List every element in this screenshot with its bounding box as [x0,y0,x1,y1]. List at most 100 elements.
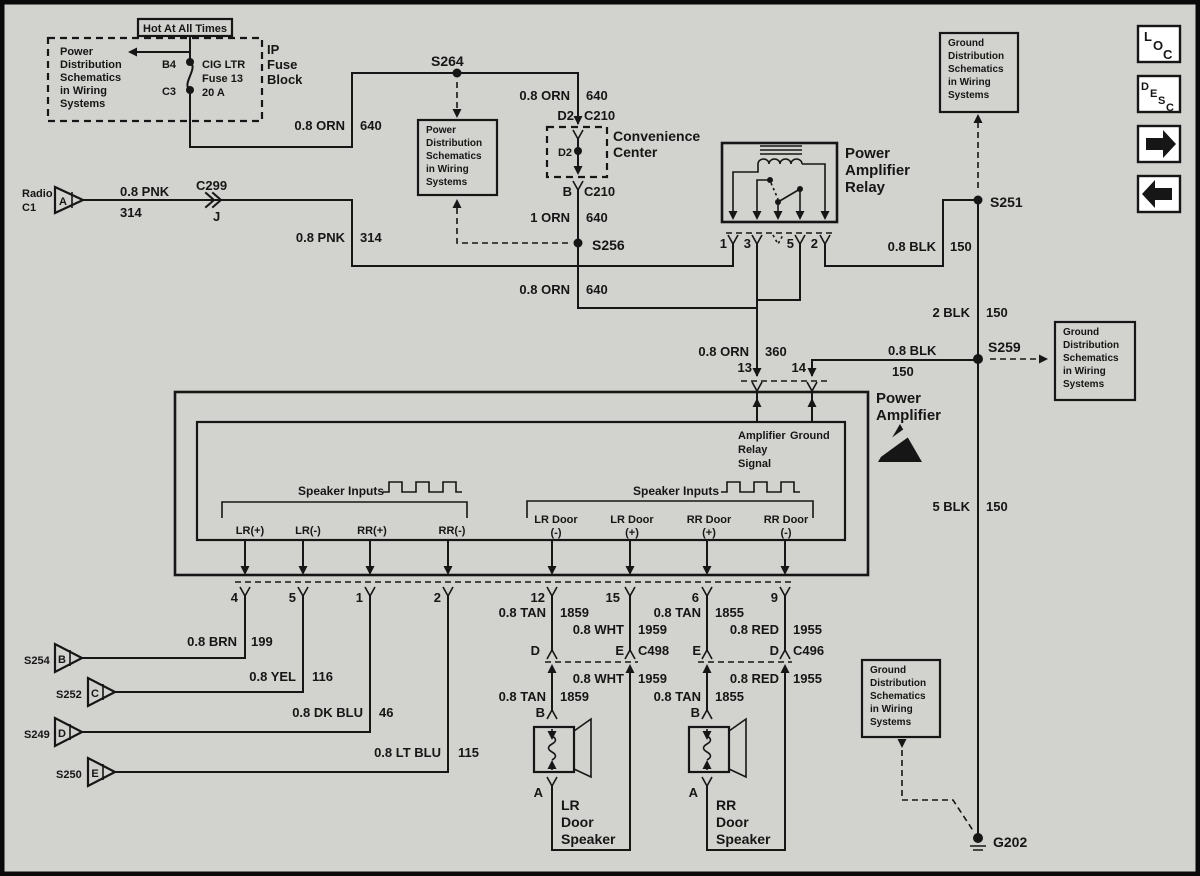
svg-text:E: E [1150,88,1157,100]
wire-label: 150 [986,305,1008,320]
lr-speaker-box [532,725,576,774]
svg-text:Ground: Ground [870,665,906,676]
amp-relay-signal-3: Signal [738,458,771,470]
wire-label: 199 [251,634,273,649]
c299-label: C299 [196,178,227,193]
s249-label: S249 [24,729,50,741]
svg-text:Systems: Systems [426,177,468,188]
wire-label: 1959 [638,671,667,686]
wire-label: 1855 [715,689,744,704]
speaker-inputs-right-label: Speaker Inputs [633,484,719,498]
amp-pin-12: 12 [531,590,545,605]
s264-reference: S264 Power Distribution Schematics in Wi… [416,53,570,244]
svg-text:Schematics: Schematics [426,151,482,162]
rr-speaker-label-1: RR [716,797,736,813]
viewer-buttons: L O C D E S C [1136,24,1182,214]
svg-text:Systems: Systems [870,717,912,728]
loc-button[interactable]: L O C [1136,24,1182,64]
c498-terminal-d: D [531,643,540,658]
next-button[interactable] [1136,124,1182,164]
s252-terminal: C [91,688,99,700]
hot-at-all-times-label: Hot At All Times [143,23,227,35]
rr-speaker-cone [728,717,747,779]
desc-button[interactable]: D E S C [1136,74,1182,114]
convenience-center-box [545,125,609,179]
wire-label: 0.8 TAN [499,689,546,704]
relay-pin-2: 2 [811,236,818,251]
g202-ground-dot [973,833,983,843]
c498-label: C498 [638,643,669,658]
wire-label: 0.8 ORN [519,88,570,103]
wire-label: 0.8 RED [730,622,779,637]
amp-pin-4: 4 [231,590,239,605]
c496-label: C496 [793,643,824,658]
wire-label: 1959 [638,622,667,637]
s259-label: S259 [988,339,1021,355]
prev-button[interactable] [1136,174,1182,214]
wire-label: 0.8 LT BLU [374,745,441,760]
radio-circuit: Radio C1 A 0.8 PNK 314 C299 J 0.8 PNK 31… [22,178,382,267]
rear-speaker-circuits: 0.8 TAN 1859 0.8 WHT 1959 0.8 TAN 1855 0… [499,595,824,851]
svg-text:Systems: Systems [60,98,105,110]
amp-label-2: Amplifier [876,407,941,424]
svg-text:Systems: Systems [948,90,990,101]
d2-inside-label: D2 [558,147,572,159]
wire-label: 1955 [793,622,822,637]
svg-text:Schematics: Schematics [1063,353,1119,364]
fuse-element [186,60,194,92]
amp-pin-1: 1 [356,590,363,605]
svg-text:C: C [1163,47,1173,62]
s256-splice-dot [573,238,583,248]
svg-text:C: C [1166,102,1174,114]
ip-fuse-block-2: Fuse [267,57,297,72]
s251-label: S251 [990,194,1023,210]
svg-text:in Wiring: in Wiring [1063,366,1106,377]
g202-label: G202 [993,834,1027,850]
amp-outer-box [173,390,870,577]
amp-pin-6: 6 [692,590,699,605]
svg-text:in Wiring: in Wiring [870,704,913,715]
svg-text:Distribution: Distribution [60,59,122,71]
relay-switch [777,188,801,211]
wire-label: 2 BLK [932,305,970,320]
power-distribution-ref-box-dashed [46,36,264,123]
wire-label: 640 [586,210,608,225]
c496-terminal-d: D [770,643,779,658]
rr-speaker-label-2: Door [716,814,749,830]
wire-label: 0.8 BRN [187,634,237,649]
wire-label: 0.8 BLK [888,239,937,254]
ground-distribution-ref-box-top [938,31,1020,114]
wire-label: 1859 [560,605,589,620]
amp-label-1: Power [876,390,921,407]
s254-terminal: B [58,654,66,666]
lr-speaker-cone [573,717,592,779]
s252-label: S252 [56,689,82,701]
s254-triangle [53,642,85,674]
svg-text:Ground: Ground [1063,327,1099,338]
c210-connector: C210 [584,108,615,123]
channel-lr-plus: LR(+) [236,525,265,537]
svg-text:Schematics: Schematics [870,691,926,702]
wire-label: 0.8 YEL [249,669,296,684]
relay-coil [757,158,803,165]
c299-pass-through-icon [204,191,223,209]
relay-pin-3: 3 [744,236,751,251]
s250-terminal: E [91,768,98,780]
wire-label: 5 BLK [932,499,970,514]
rr-speaker-terminal-a: A [689,785,699,800]
ground-circuit: Ground Distribution Schematics in Wiring… [811,31,1137,851]
svg-text:S: S [1158,95,1165,107]
fuse-terminal-c3: C3 [162,86,176,98]
rr-speaker-box [687,725,731,774]
amp-pin-2: 2 [434,590,441,605]
radio-terminal-a: A [59,196,67,208]
amp-relay-signal-1: Amplifier [738,430,786,442]
svg-text:Power: Power [426,125,456,136]
left-arrow-icon [1142,180,1172,208]
c498-terminal-e: E [615,643,624,658]
wire-label: 115 [458,745,479,760]
svg-text:L: L [1144,29,1152,44]
svg-text:(+): (+) [625,527,639,539]
